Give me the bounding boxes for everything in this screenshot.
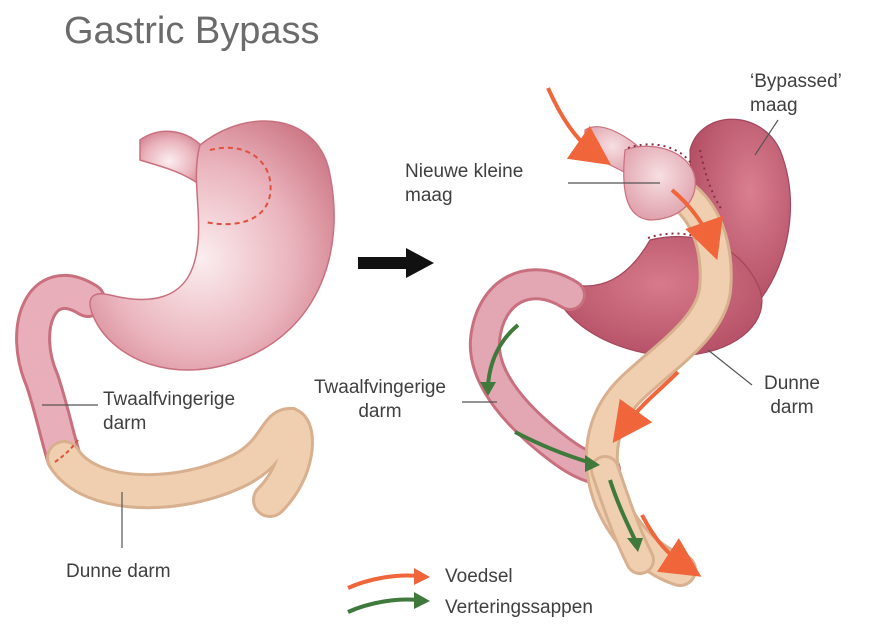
label-twaalfvingerige-left: Twaalfvingerige darm (103, 388, 235, 436)
stomach-body-left (90, 121, 334, 370)
label-line: ‘Bypassed’ (750, 70, 842, 94)
transition-arrow (358, 248, 434, 278)
label-twaalfvingerige-right: Twaalfvingerige darm (296, 376, 464, 424)
label-line: maag (750, 94, 842, 118)
label-line: darm (103, 412, 235, 436)
legend-food-arrow (348, 576, 418, 589)
leader-dunne-right (708, 350, 752, 385)
label-line: Twaalfvingerige (103, 388, 235, 412)
label-dunne-darm-right: Dunne darm (752, 372, 832, 420)
legend-juices-label: Verteringssappen (445, 596, 593, 620)
label-line: Dunne (752, 372, 832, 396)
label-line: Twaalfvingerige (296, 376, 464, 400)
label-line: maag (405, 184, 523, 208)
label-line: darm (296, 400, 464, 424)
normal-stomach-illustration (33, 121, 334, 548)
label-bypassed-maag: ‘Bypassed’ maag (750, 70, 842, 118)
label-line: darm (752, 396, 832, 420)
label-dunne-darm-left: Dunne darm (66, 560, 171, 584)
legend-food-label: Voedsel (445, 565, 513, 589)
legend-juice-arrow (348, 600, 418, 613)
page-title: Gastric Bypass (64, 10, 320, 53)
esophagus-left (140, 131, 205, 185)
legend (348, 568, 430, 612)
label-nieuwe-kleine-maag: Nieuwe kleine maag (405, 160, 523, 208)
remnant-stomach (560, 237, 762, 356)
label-line: Nieuwe kleine (405, 160, 523, 184)
